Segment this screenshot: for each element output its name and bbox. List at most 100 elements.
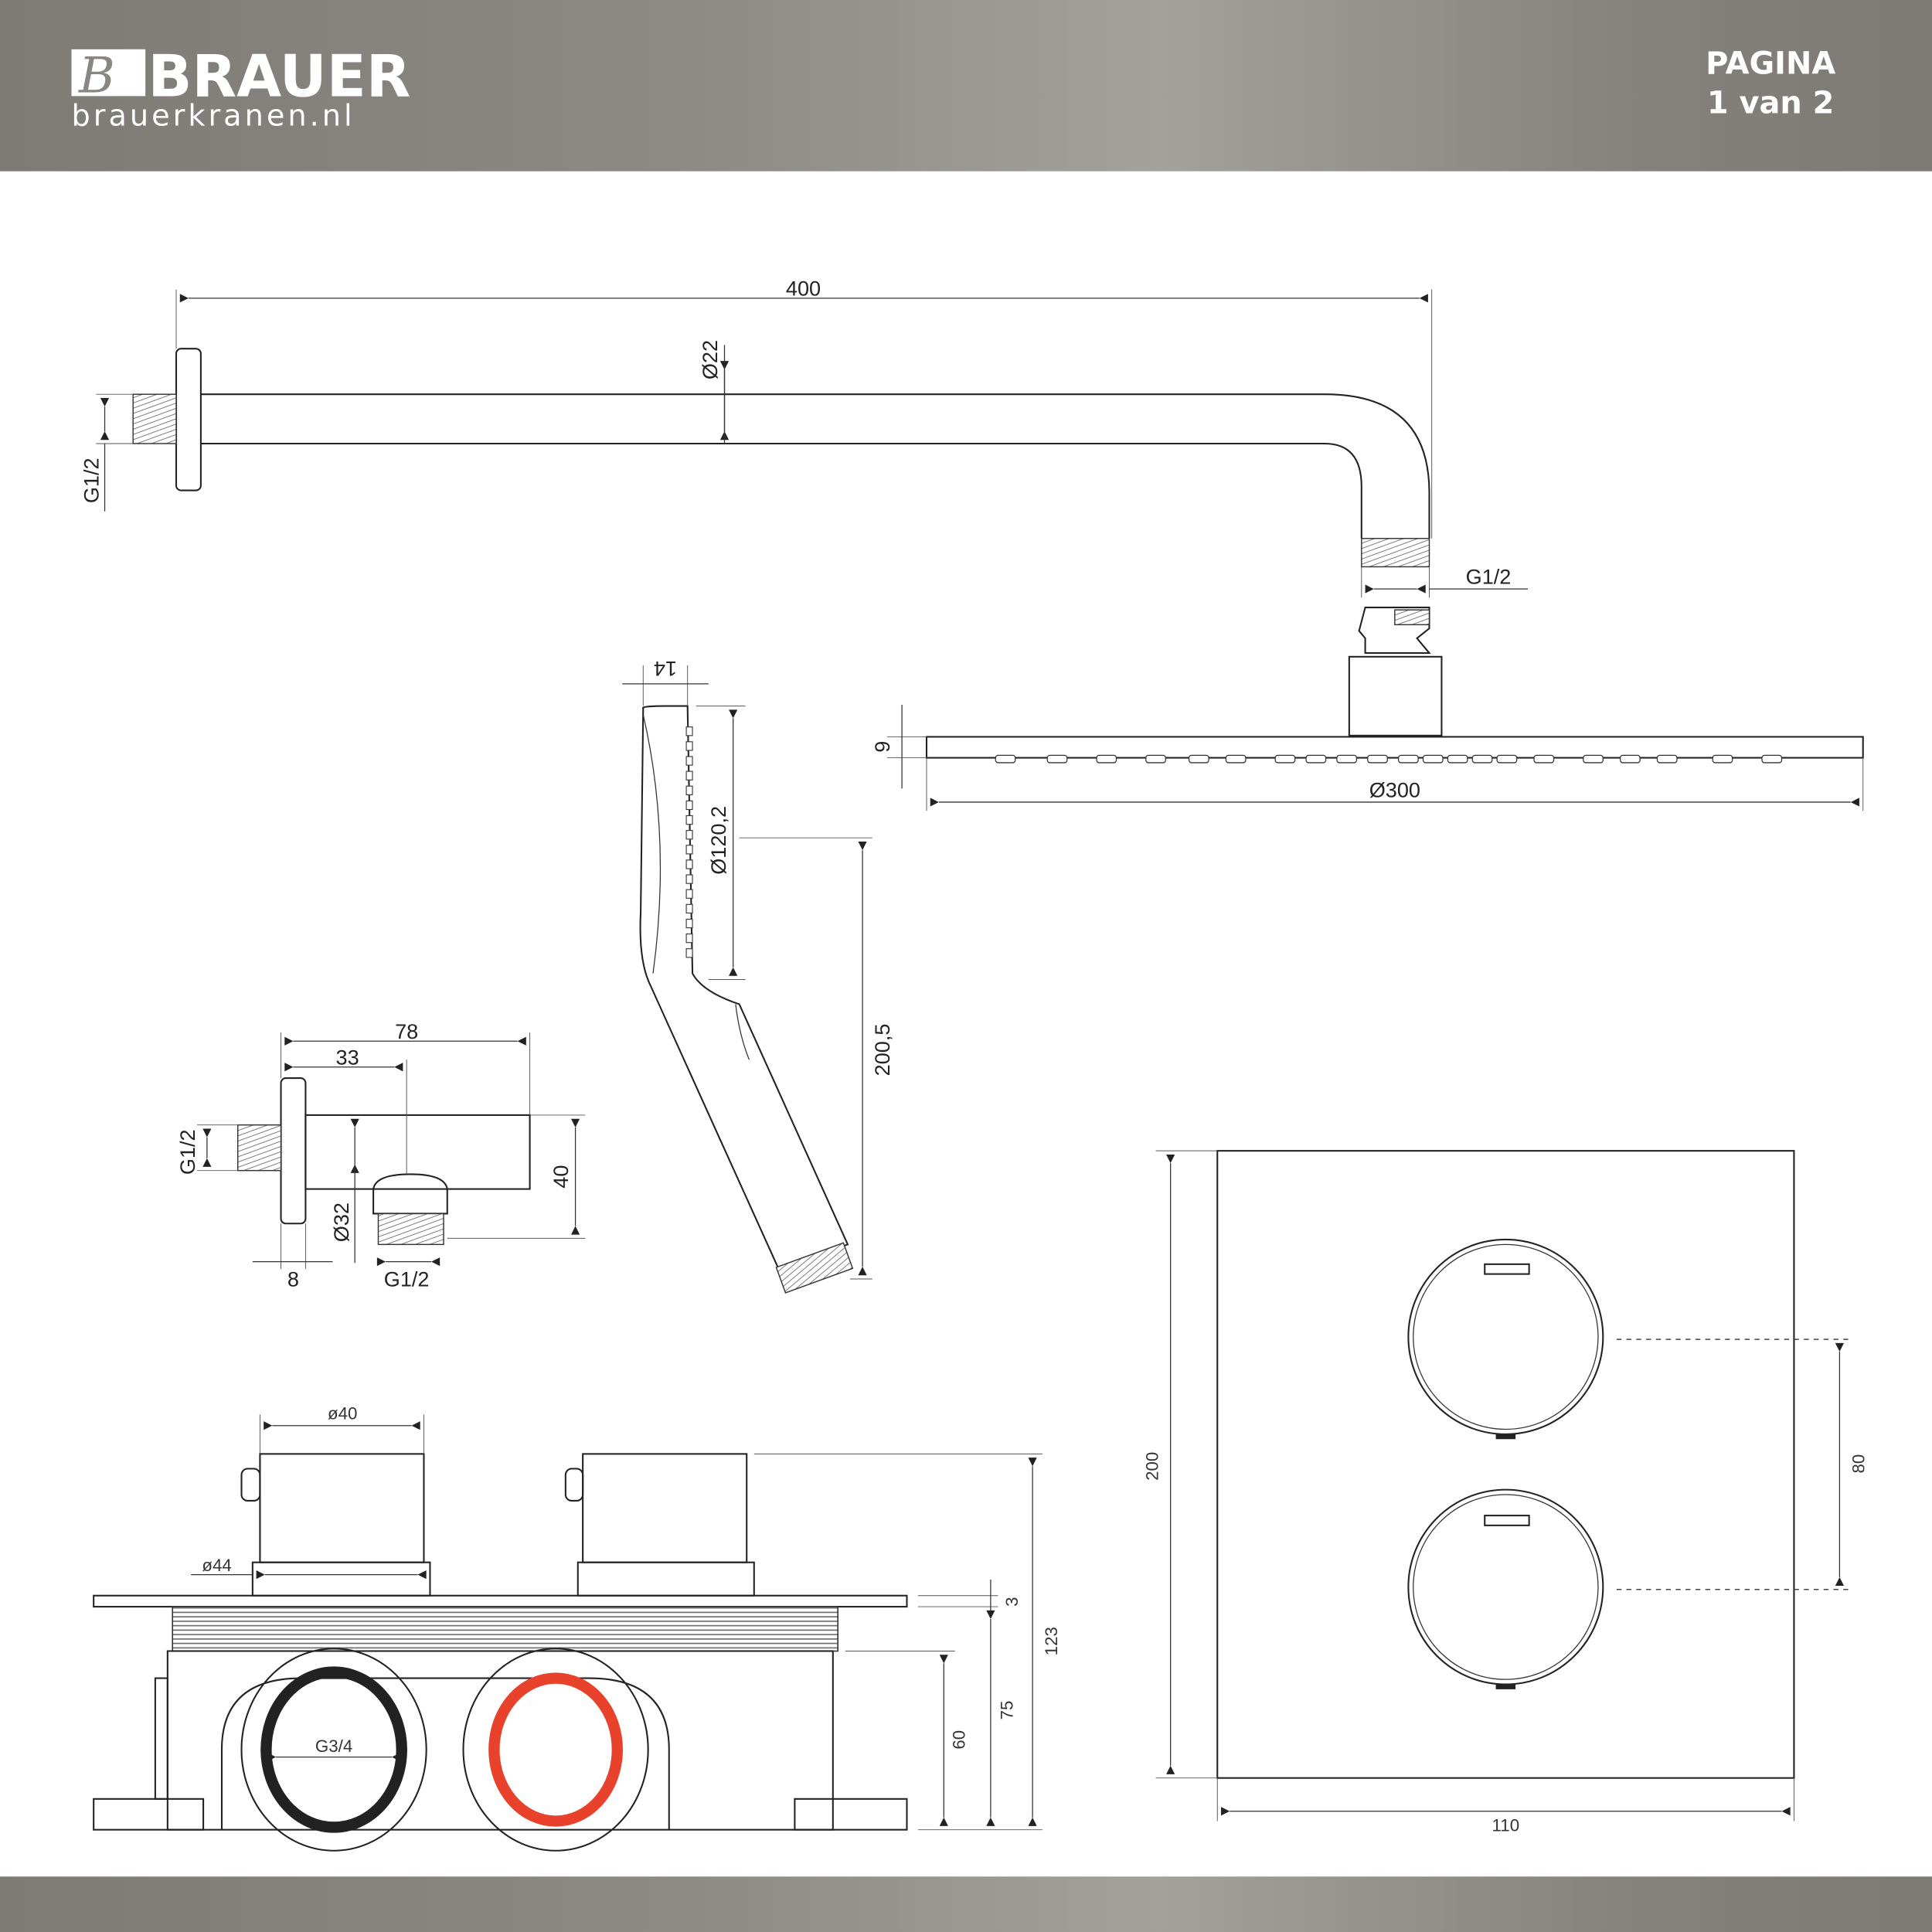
depth-to-plate-label: 75 — [998, 1701, 1017, 1720]
drawing-line — [1394, 609, 1430, 626]
drawing-line — [71, 49, 146, 97]
drawing-line — [1361, 538, 1430, 568]
nozzle — [1225, 754, 1247, 764]
drawing-line — [639, 705, 849, 1270]
drawing-line — [1495, 1434, 1516, 1440]
drawing-line — [220, 1677, 670, 1830]
drawing-line — [259, 1453, 425, 1563]
drawing-line — [132, 393, 177, 444]
header-banner: B BRAUER brauerkranen.nl PAGINA 1 van 2 — [0, 0, 1932, 172]
knob-diameter-label: ø40 — [328, 1404, 357, 1423]
nozzle — [685, 933, 693, 944]
nozzle — [1188, 754, 1209, 764]
outlet-height-label: 40 — [549, 1165, 573, 1189]
nozzle — [1145, 754, 1166, 764]
nozzle — [685, 845, 693, 855]
nozzle — [1274, 754, 1296, 764]
nozzle — [1533, 754, 1555, 764]
nozzle — [1397, 754, 1419, 764]
nozzle — [685, 785, 693, 795]
brand-b-icon: B — [71, 48, 146, 105]
nozzle — [1336, 754, 1358, 764]
nozzle — [1619, 754, 1641, 764]
nozzle — [685, 770, 693, 781]
brand-name: BRAUER — [148, 42, 410, 110]
page-number: 1 van 2 — [1707, 86, 1834, 121]
drawing-line — [200, 393, 1430, 539]
outlet-thread-label: G1/2 — [384, 1267, 430, 1291]
outlet-flange-diameter-label: Ø32 — [329, 1202, 353, 1242]
nozzle — [685, 859, 693, 869]
drawing-line: B — [78, 48, 115, 105]
drawing-line — [1484, 1263, 1530, 1275]
drawing-line — [251, 1561, 431, 1597]
nozzle — [685, 918, 693, 929]
hand-shower-depth-label: 14 — [654, 657, 677, 681]
outlet-flange-depth-label: 8 — [287, 1267, 299, 1291]
brand-logo[interactable]: B BRAUER brauerkranen.nl — [71, 42, 411, 134]
drawing-line — [93, 1594, 908, 1608]
hot-inlet-ring — [488, 1672, 623, 1827]
drawing-line — [172, 1606, 838, 1652]
shower-arm-drawing: 400 Ø22 G1/2 G1/2 — [80, 277, 1529, 598]
footer-banner — [0, 1876, 1932, 1932]
drawing-line — [200, 442, 1362, 539]
nozzle — [995, 754, 1016, 764]
drawing-line — [564, 1468, 584, 1502]
drawing-line — [1407, 1238, 1604, 1435]
drawing-line — [462, 1648, 649, 1852]
knob-spacing-label: 80 — [1849, 1454, 1868, 1474]
nozzle — [1096, 754, 1117, 764]
rain-shower-head-drawing: 9 Ø300 — [870, 606, 1864, 811]
nozzle — [1471, 754, 1493, 764]
hand-shower-head-diameter-label: Ø120,2 — [706, 806, 730, 875]
drawing-line — [372, 1173, 448, 1215]
front-height-label: 200 — [1143, 1452, 1162, 1481]
nozzle — [1367, 754, 1388, 764]
nozzle — [1712, 754, 1733, 764]
arm-diameter-label: Ø22 — [698, 340, 722, 379]
hand-shower-nozzles — [685, 726, 693, 958]
nozzle — [685, 741, 693, 751]
drawing-line — [1413, 1494, 1599, 1680]
drawing-line — [1413, 1243, 1599, 1430]
nozzle — [685, 756, 693, 766]
cold-inlet-ring — [260, 1666, 407, 1833]
nozzle — [1422, 754, 1444, 764]
drawing-line — [1407, 1488, 1604, 1685]
drawing-line — [735, 1004, 750, 1060]
nozzle — [1656, 754, 1678, 764]
nozzle — [1761, 754, 1783, 764]
nozzle — [685, 800, 693, 811]
arm-wall-thread-label: G1/2 — [80, 457, 104, 503]
nozzle — [685, 903, 693, 913]
plate-thickness-label: 3 — [1002, 1597, 1022, 1606]
arm-length-label: 400 — [786, 277, 821, 301]
nozzle — [1447, 754, 1468, 764]
wall-outlet-drawing: 78 33 40 G1/2 Ø32 8 G1/2 — [175, 1019, 586, 1291]
head-thickness-label: 9 — [870, 741, 894, 753]
front-width-label: 110 — [1492, 1815, 1520, 1835]
drawing-line — [304, 1114, 531, 1190]
drawing-line — [794, 1798, 908, 1831]
box-depth-label: 60 — [949, 1730, 968, 1750]
outlet-length-label: 78 — [395, 1019, 418, 1043]
outlet-wall-thread-label: G1/2 — [175, 1129, 199, 1175]
drawing-line — [236, 1124, 282, 1172]
drawing-line — [1348, 655, 1443, 736]
page-label: PAGINA — [1706, 46, 1835, 82]
drawing-line — [154, 1677, 168, 1800]
total-depth-label: 123 — [1042, 1627, 1061, 1655]
rosette-diameter-label: ø44 — [202, 1556, 231, 1575]
drawing-line — [925, 736, 1864, 759]
drawing-line — [1216, 1150, 1795, 1779]
drawing-line — [0, 0, 1932, 172]
nozzle — [1305, 754, 1327, 764]
drawing-line — [775, 1242, 854, 1294]
nozzle — [685, 830, 693, 840]
drawing-line — [1484, 1515, 1530, 1526]
nozzle — [685, 948, 693, 958]
nozzle — [1583, 754, 1604, 764]
brand-website: brauerkranen.nl — [71, 99, 355, 134]
